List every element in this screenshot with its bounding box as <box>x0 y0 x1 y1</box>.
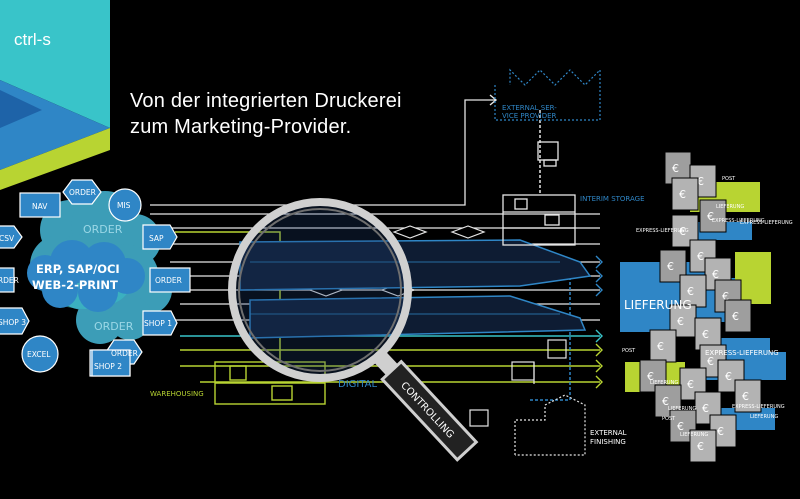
euro-symbol: € <box>725 370 732 383</box>
label-warehousing: WAREHOUSING <box>150 390 204 398</box>
brand-label: ctrl-s <box>14 30 51 49</box>
label-truck-main: LIEFERUNG <box>624 298 692 312</box>
cloud-label-order-top: ORDER <box>83 223 123 236</box>
node-label-order-left: ORDER <box>0 276 19 285</box>
delivery-small-label: POST <box>662 416 676 422</box>
node-shop2-front <box>91 349 131 377</box>
headline-line-1: Von der integrierten Druckerei <box>130 90 402 112</box>
euro-symbol: € <box>679 188 686 201</box>
node-sap-shape <box>142 224 178 250</box>
node-shop1-shape <box>142 310 178 336</box>
label-external-finishing-2: FINISHING <box>590 438 626 446</box>
node-label-order-bottom: ORDER <box>111 349 138 358</box>
node-shop3-shape <box>0 307 30 335</box>
delivery-small-labels: POSTLIEFERUNGEXPRESS-LIEFERUNGEXPRESS-LI… <box>622 176 793 438</box>
node-label-shop1: SHOP 1 <box>144 319 172 328</box>
delivery-small-label: LIEFERUNG <box>716 204 744 210</box>
euro-symbol: € <box>647 370 654 383</box>
magnifier-icon <box>228 198 412 382</box>
node-label-sap: SAP <box>149 234 164 243</box>
node-label-shop2: SHOP 2 <box>94 362 122 371</box>
delivery-small-label: EXPRESS-LIEFERUNG <box>712 218 765 224</box>
node-mis-shape <box>108 188 142 222</box>
euro-symbol: € <box>687 285 694 298</box>
label-external-service-1: EXTERNAL SER- <box>502 104 557 112</box>
factory-icon <box>494 68 601 121</box>
delivery-small-label: POST <box>622 348 636 354</box>
delivery-small-label: EXPRESS-LIEFERUNG <box>732 404 785 410</box>
euro-symbol: € <box>707 210 714 223</box>
headline: Von der integrierten Druckerei zum Marke… <box>130 88 402 140</box>
delivery-small-label: LIEFERUNG <box>668 406 696 412</box>
delivery-small-label: EXPRESS-LIEFERUNG <box>636 228 689 234</box>
delivery-small-label: EXPRESS-LIEFERUNG <box>740 220 793 226</box>
interim-storage-icon <box>502 194 576 246</box>
node-label-excel: EXCEL <box>27 350 51 359</box>
node-label-mis: MIS <box>117 201 131 210</box>
euro-symbol: € <box>742 390 749 403</box>
node-label-order-right: ORDER <box>155 276 182 285</box>
headline-line-2: zum Marketing-Provider. <box>130 116 352 138</box>
node-csv-shape <box>0 225 23 249</box>
euro-symbol: € <box>672 162 679 175</box>
euro-symbol: € <box>657 340 664 353</box>
forklift-icon <box>511 361 535 384</box>
delivery-small-label: LIEFERUNG <box>750 414 778 420</box>
euro-card <box>699 199 727 233</box>
euro-symbol: € <box>732 310 739 323</box>
label-truck-express: EXPRESS-LIEFERUNG <box>705 349 779 357</box>
node-nav-shape <box>19 192 61 218</box>
euro-card <box>734 379 762 413</box>
euro-symbol: € <box>677 315 684 328</box>
brand-corner-graphic <box>0 0 110 190</box>
flow-arrowheads <box>489 94 603 389</box>
euro-symbol: € <box>702 402 709 415</box>
euro-symbol: € <box>679 225 686 238</box>
label-interim-storage: INTERIM STORAGE <box>580 195 645 203</box>
euro-symbol: € <box>717 425 724 438</box>
cloud-main-line1: ERP, SAP/OCI <box>36 262 120 276</box>
cloud-label-order-bottom: ORDER <box>94 320 134 333</box>
euro-symbol: € <box>702 328 709 341</box>
node-label-nav: NAV <box>32 202 48 211</box>
euro-symbol: € <box>677 420 684 433</box>
node-label-order-1: ORDER <box>69 188 96 197</box>
label-digital: DIGITAL <box>338 379 378 390</box>
magnifier-handle <box>380 359 479 462</box>
cloud-shapes <box>27 191 172 344</box>
euro-card <box>654 384 682 418</box>
small-truck-icon <box>537 141 559 167</box>
euro-symbol: € <box>662 395 669 408</box>
euro-card <box>694 391 722 425</box>
euro-card-stack: €€€€€€€€€€€€€€€€€€€€€€€€ <box>639 151 762 463</box>
euro-symbol: € <box>667 260 674 273</box>
node-excel-shape <box>21 335 59 373</box>
delivery-small-label: POST <box>722 176 736 182</box>
node-label-shop3: SHOP 3 <box>0 318 26 327</box>
node-label-csv: CSV <box>0 234 15 243</box>
euro-symbol: € <box>697 440 704 453</box>
euro-symbol: € <box>687 378 694 391</box>
euro-symbol: € <box>712 268 719 281</box>
node-order-left-shape <box>0 267 15 293</box>
cloud-main-line2: WEB-2-PRINT <box>32 278 118 292</box>
pallet-truck-icon <box>469 339 567 427</box>
euro-card <box>724 299 752 333</box>
node-order-1-shape <box>62 179 102 205</box>
label-external-service-2: VICE PROVIDER <box>502 112 557 120</box>
euro-card <box>671 177 699 211</box>
label-external-finishing-1: EXTERNAL <box>590 429 627 437</box>
euro-card <box>689 429 717 463</box>
euro-symbol: € <box>707 355 714 368</box>
euro-symbol: € <box>697 175 704 188</box>
delivery-small-label: LIEFERUNG <box>650 380 678 386</box>
node-order-right-shape <box>149 267 191 293</box>
euro-symbol: € <box>722 290 729 303</box>
euro-symbol: € <box>697 250 704 263</box>
delivery-small-label: LIEFERUNG <box>680 432 708 438</box>
finishing-building-icon <box>514 394 586 456</box>
